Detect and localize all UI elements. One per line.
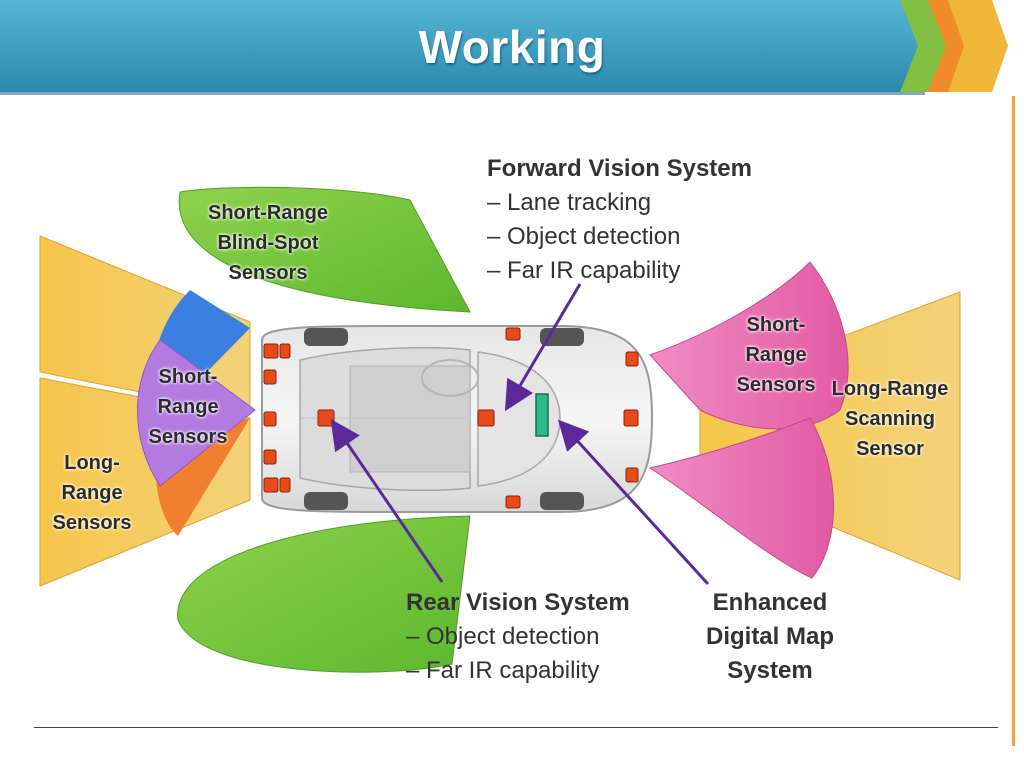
slide-title: Working (418, 21, 606, 73)
rear-vision-title: Rear Vision System (406, 589, 630, 616)
sensor-marker (263, 477, 279, 493)
rear-vision-arrow (330, 419, 444, 583)
rear-vision-item: – Object detection (406, 623, 600, 650)
sensor-marker (623, 409, 639, 427)
sensor-marker (477, 409, 495, 427)
header-bar (0, 0, 925, 95)
blind-spot-zone-lower (177, 515, 471, 673)
sensor-marker (263, 411, 277, 427)
short-range-front-zone-lower (648, 417, 834, 579)
blind-spot-zone-upper (178, 186, 471, 313)
sensor-marker (505, 327, 521, 341)
forward-vision-title: Forward Vision System (487, 155, 752, 182)
digital-map-arrow (557, 419, 710, 586)
yellow-chevron-icon (948, 0, 1008, 92)
sensor-marker (625, 351, 639, 367)
short-range-rear-sensors-label: Short- Range Sensors (148, 366, 228, 448)
sensor-marker (263, 369, 277, 385)
long-range-scanning-sensor-label: Long-Range Scanning Sensor (831, 378, 949, 460)
blind-spot-sensors-label: Short-Range Blind-Spot Sensors (208, 202, 328, 284)
right-accent-line (1012, 96, 1015, 746)
short-range-front-sensors-label: Short- Range Sensors (736, 314, 816, 396)
forward-vision-item: – Far IR capability (487, 257, 681, 284)
green-chevron-icon (900, 0, 946, 92)
sensor-marker (263, 343, 279, 359)
short-range-rear-zone (137, 339, 256, 487)
forward-vision-arrow (504, 283, 582, 412)
slide-header: Working (0, 0, 1024, 96)
sensor-marker (279, 477, 291, 493)
sensor-marker (317, 409, 335, 427)
footer-divider (34, 727, 998, 728)
digital-map-callout: Enhanced Digital Map System (705, 589, 834, 684)
sensor-marker (505, 495, 521, 509)
long-range-rear-sensors-label: Long- Range Sensors (52, 452, 132, 534)
digital-map-unit (535, 393, 549, 437)
forward-vision-item: – Lane tracking (487, 189, 652, 216)
sensor-marker (263, 449, 277, 465)
sensor-marker (279, 343, 291, 359)
header-chevron-icons (900, 0, 1008, 92)
sensor-marker (625, 467, 639, 483)
sensor-markers (263, 327, 639, 509)
rear-vision-item: – Far IR capability (406, 657, 600, 684)
forward-vision-callout: Forward Vision System – Lane tracking – … (487, 152, 752, 288)
forward-vision-item: – Object detection (487, 223, 681, 250)
car-top-view (261, 325, 654, 513)
short-range-front-zone-upper (649, 261, 849, 430)
rear-vision-callout: Rear Vision System – Object detection – … (406, 586, 630, 688)
